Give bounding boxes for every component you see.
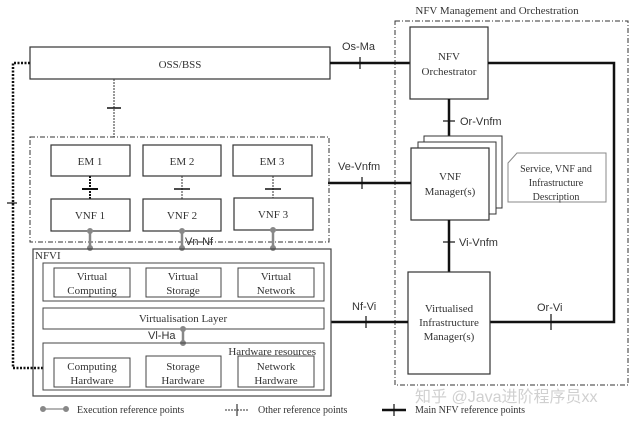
vi-vnfm-label: Vi-Vnfm [459,237,498,249]
ve-vnfm-label: Ve-Vnfm [338,161,380,173]
legend: Execution reference points Other referen… [40,404,525,416]
computing-hardware: Computing Hardware [53,357,131,388]
nfv-orchestrator-box [409,26,489,100]
computing-hw-l2: Hardware [70,375,113,387]
oss-bss-label: OSS/BSS [159,59,202,71]
virtual-network: Virtual Network [237,267,315,298]
vnf-1: VNF 1 [50,198,131,232]
nf-vi-label: Nf-Vi [352,301,376,313]
hardware-resources-group [42,342,325,391]
virtualisation-layer-label: Virtualisation Layer [139,313,228,325]
orchestrator-label-2: Orchestrator [422,66,477,78]
vnfm-label-1: VNF [439,171,461,183]
vim-label-3: Manager(s) [424,331,475,343]
legend-main-icon [382,404,406,416]
legend-other-label: Other reference points [258,405,348,416]
virtual-computing-l2: Computing [67,285,117,297]
vnf-domain-container [29,136,330,243]
vnf-2-label: VNF 2 [167,210,197,222]
em-2-label: EM 2 [170,156,195,168]
description-line-2: Infrastructure [529,178,584,189]
em-3: EM 3 [232,144,313,177]
vim-box [407,271,491,375]
virtual-storage-l1: Virtual [168,271,199,283]
legend-execution-icon [40,406,69,412]
or-vi-label: Or-Vi [537,302,562,314]
or-vi-line [488,61,616,324]
vim-label-2: Infrastructure [419,317,479,329]
virtual-network-l1: Virtual [261,271,292,283]
computing-hw-l1: Computing [67,361,117,373]
vl-ha-execution-point [180,326,186,346]
em-3-label: EM 3 [260,156,285,168]
storage-hw-l1: Storage [166,361,200,373]
vn-nf-execution-points [87,227,276,251]
em-1: EM 1 [50,144,131,177]
oss-nfvi-dotted-line [11,61,43,370]
vnf-2: VNF 2 [142,198,222,232]
watermark: 知乎 @Java进阶程序员xx [415,388,598,406]
description-box [507,152,607,203]
vnf-manager-box [410,147,490,221]
mano-container [394,20,629,386]
vnfm-label-2: Manager(s) [425,186,476,198]
vnf-3: VNF 3 [233,197,314,231]
virtual-computing-l1: Virtual [77,271,108,283]
virtual-resources-group [42,262,325,302]
mano-title: NFV Management and Orchestration [415,5,579,17]
vn-nf-label: Vn-Nf [185,236,214,248]
vnf-3-label: VNF 3 [258,209,289,221]
legend-other-icon [225,404,249,416]
storage-hardware: Storage Hardware [145,355,222,388]
network-hardware: Network Hardware [237,355,315,388]
vnf-1-label: VNF 1 [75,210,105,222]
virtual-storage-l2: Storage [166,285,200,297]
em-2: EM 2 [142,144,222,177]
network-hw-l1: Network [257,361,296,373]
em-1-label: EM 1 [78,156,103,168]
vim-label-1: Virtualised [425,303,474,315]
nfvi-container [32,248,332,397]
legend-execution-label: Execution reference points [77,405,184,416]
storage-hw-l2: Hardware [161,375,204,387]
nfvi-label: NFVI [35,250,61,262]
vl-ha-label: Vl-Ha [148,330,176,342]
virtual-storage: Virtual Storage [145,267,222,298]
or-vnfm-label: Or-Vnfm [460,116,502,128]
hardware-resources-label: Hardware resources [228,346,316,358]
orchestrator-label-1: NFV [438,51,460,63]
legend-main-label: Main NFV reference points [415,405,525,416]
os-ma-label: Os-Ma [342,41,376,53]
description-line-1: Service, VNF and [520,164,592,175]
network-hw-l2: Hardware [254,375,297,387]
virtual-network-l2: Network [257,285,296,297]
description-line-3: Description [533,192,580,203]
virtual-computing: Virtual Computing [53,267,131,298]
